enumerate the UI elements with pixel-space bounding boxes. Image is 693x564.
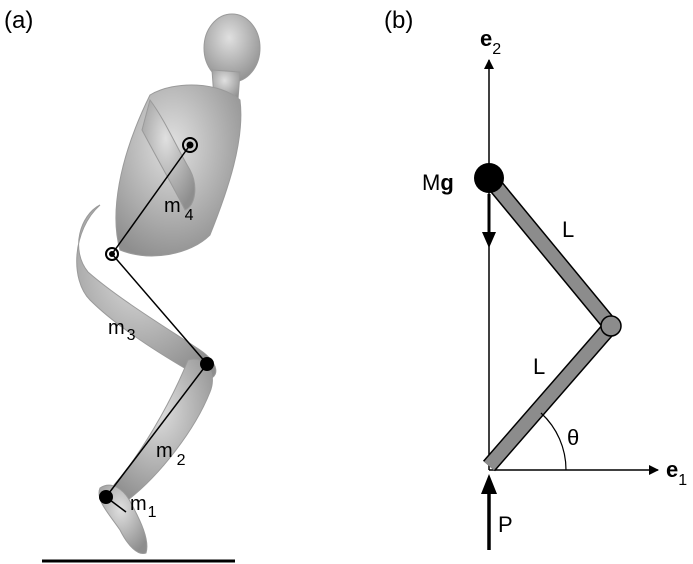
reaction-arrow-head [481,474,497,494]
link-trunk [111,144,191,255]
joint-shoulder-outer [182,137,198,153]
axis-e2-label: e2 [480,26,501,58]
figure-arm [141,98,196,211]
upper-link-length-label: L [562,217,574,242]
lower-link-length-label: L [533,354,545,379]
joint-hip-outer [105,247,119,261]
joints [99,137,214,504]
angle-arc [540,412,567,471]
panel-b-label: (b) [384,7,413,34]
lower-link [484,321,616,471]
reaction-label: P [498,512,513,537]
weight-label: Mg [422,170,454,195]
human-figure [76,13,261,555]
axis-e1-label: e1 [666,457,687,489]
link-thigh [111,253,208,365]
point-mass [474,163,504,193]
joint-ankle [99,490,113,504]
weight-arrow-head [482,232,496,248]
figure-shin [111,358,213,502]
figure-foot [98,484,148,555]
mass-1-label: m1 [130,493,157,521]
link-shin [105,363,208,498]
panel-a-label: (a) [4,7,33,34]
upper-link [483,173,617,331]
joint-hip [109,251,115,257]
joint-shoulder [186,141,194,149]
joint-knee [200,357,214,371]
angle-label: θ [567,425,579,450]
knee-joint [600,315,622,337]
